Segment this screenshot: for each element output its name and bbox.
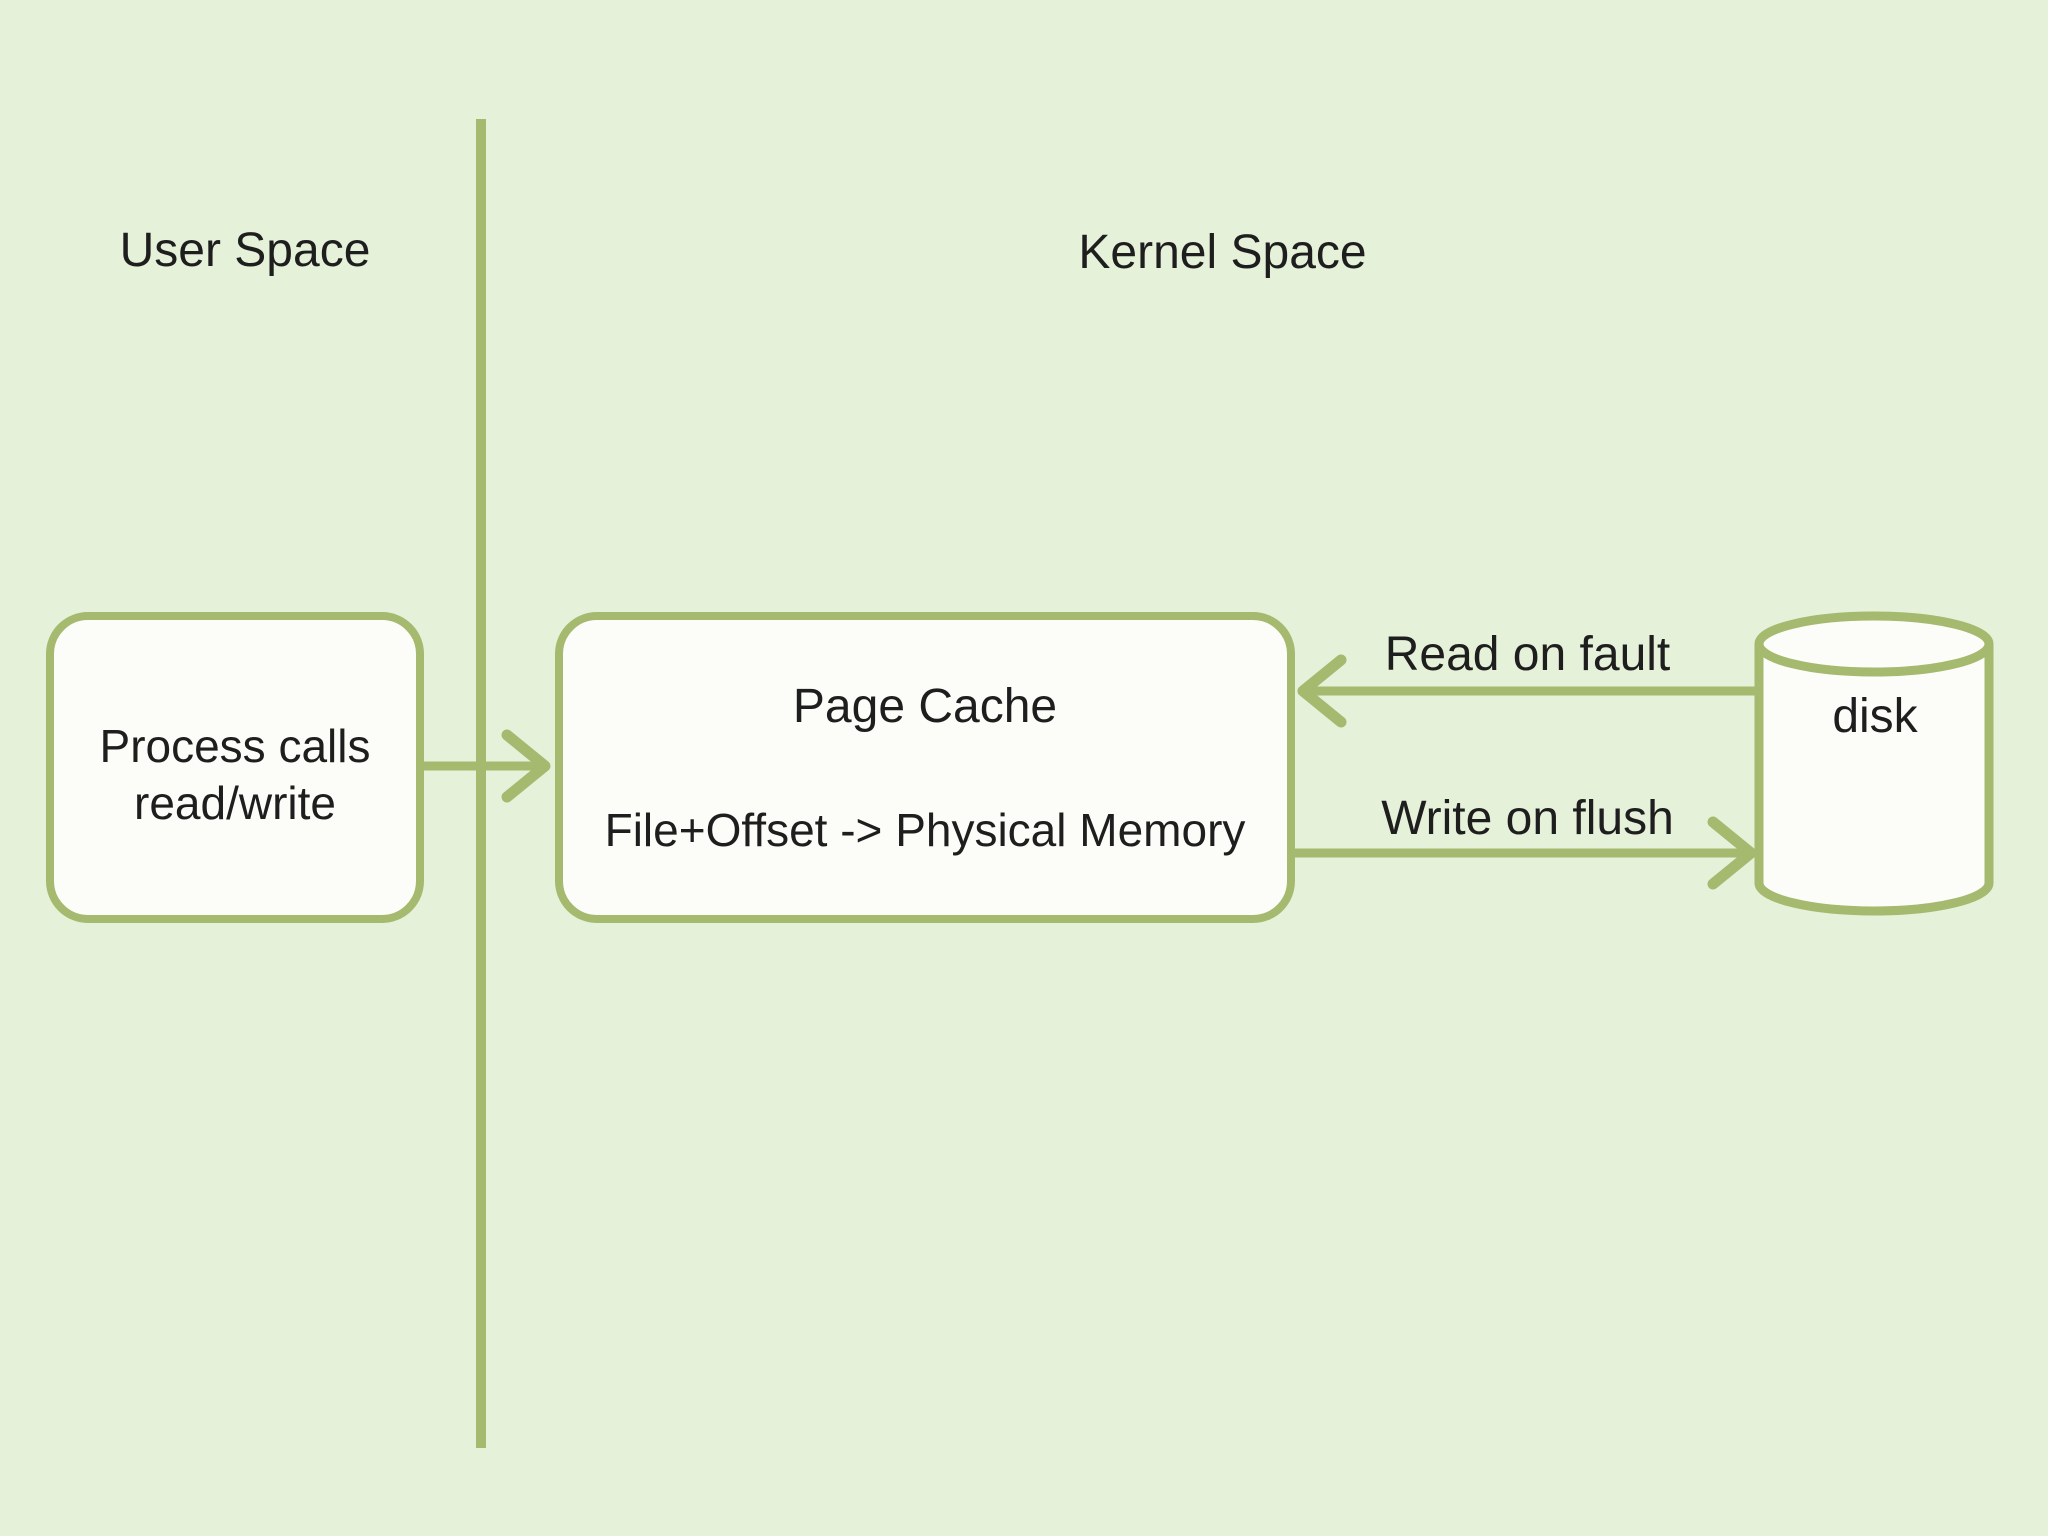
process-box: Process calls read/write — [46, 612, 424, 923]
write-on-flush-arrowhead-icon — [1707, 816, 1757, 890]
disk-label: disk — [1832, 690, 1918, 743]
write-on-flush-label: Write on flush — [1381, 792, 1674, 845]
user-space-heading: User Space — [119, 224, 371, 277]
kernel-space-heading: Kernel Space — [1078, 226, 1367, 279]
process-to-cache-arrowhead-icon — [501, 729, 551, 803]
read-on-fault-arrowhead-icon — [1297, 654, 1347, 728]
page-cache-box: Page Cache File+Offset -> Physical Memor… — [555, 612, 1295, 923]
page-cache-subtitle: File+Offset -> Physical Memory — [604, 804, 1246, 856]
page-cache-title: Page Cache — [792, 680, 1058, 733]
read-on-fault-label: Read on fault — [1384, 628, 1671, 681]
process-box-line1: Process calls — [99, 719, 371, 772]
disk-cylinder-icon — [1754, 611, 1994, 916]
process-box-line2: read/write — [134, 776, 336, 829]
